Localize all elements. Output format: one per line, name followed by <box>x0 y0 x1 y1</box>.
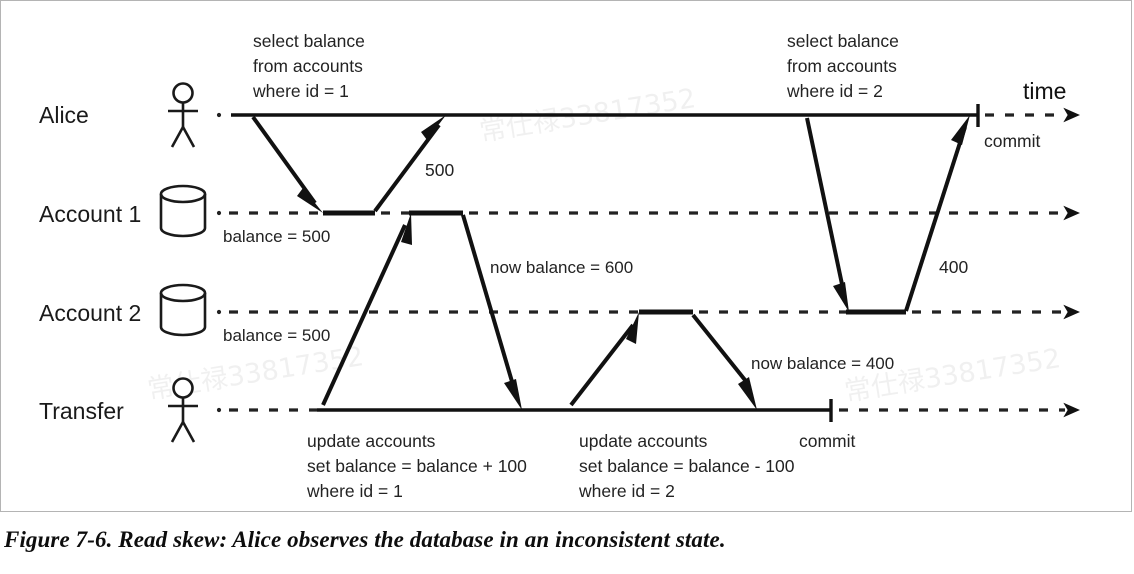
note-line: where id = 2 <box>786 81 883 101</box>
figure-frame: 常仕禄33817352 常仕禄33817352 常仕禄33817352 Alic… <box>0 0 1132 512</box>
arrowhead-icon <box>738 377 757 410</box>
database-icon <box>159 184 207 238</box>
note-alice-query-2: select balance from accounts where id = … <box>786 31 899 101</box>
note-line: update accounts <box>579 431 708 451</box>
figure-caption: Figure 7-6. Read skew: Alice observes th… <box>4 527 726 552</box>
note-reply-value-2: 400 <box>939 257 968 277</box>
note-transfer-update-2: update accounts set balance = balance - … <box>578 431 795 501</box>
note-account2-after: now balance = 400 <box>751 354 894 373</box>
note-account1-initial: balance = 500 <box>223 227 330 246</box>
message-transfer-update-account2 <box>569 312 757 410</box>
actor-icon <box>168 82 198 148</box>
lane-label-account1: Account 1 <box>39 201 141 227</box>
database-icon <box>159 283 207 337</box>
lane-label-alice: Alice <box>39 102 89 128</box>
note-line: select balance <box>253 31 365 51</box>
note-account2-initial: balance = 500 <box>223 326 330 345</box>
arrowhead-icon <box>833 282 849 312</box>
arrowhead-icon <box>421 115 446 140</box>
note-line: from accounts <box>253 56 363 76</box>
note-line: where id = 2 <box>578 481 675 501</box>
sequence-diagram: 常仕禄33817352 常仕禄33817352 常仕禄33817352 Alic… <box>39 31 1080 501</box>
lane-transfer[interactable]: Transfer <box>39 377 198 443</box>
arrowhead-icon <box>504 379 522 410</box>
note-line: set balance = balance + 100 <box>307 456 527 476</box>
note-reply-value-1: 500 <box>425 160 454 180</box>
note-alice-query-1: select balance from accounts where id = … <box>252 31 365 101</box>
lifeline-alice <box>216 104 1080 127</box>
note-line: select balance <box>787 31 899 51</box>
note-alice-commit: commit <box>984 131 1041 151</box>
lane-label-account2: Account 2 <box>39 300 141 326</box>
lane-alice[interactable]: Alice <box>39 82 198 148</box>
lifeline-account2 <box>216 304 1080 320</box>
lane-account1[interactable]: Account 1 <box>39 184 207 238</box>
message-alice-read-account1 <box>251 115 446 213</box>
note-line: where id = 1 <box>252 81 349 101</box>
watermark-text: 常仕禄33817352 <box>842 343 1063 408</box>
actor-icon <box>168 377 198 443</box>
time-axis-label: time <box>1023 78 1066 104</box>
arrowhead-icon <box>951 115 970 145</box>
lane-account2[interactable]: Account 2 <box>39 283 207 337</box>
message-transfer-update-account1 <box>321 213 522 410</box>
arrowhead-icon <box>626 312 639 344</box>
arrowhead-icon <box>297 188 323 213</box>
note-line: set balance = balance - 100 <box>579 456 795 476</box>
note-line: where id = 1 <box>306 481 403 501</box>
note-line: from accounts <box>787 56 897 76</box>
arrowhead-icon <box>401 213 412 245</box>
lane-label-transfer: Transfer <box>39 398 124 424</box>
note-transfer-update-1: update accounts set balance = balance + … <box>306 431 527 501</box>
lifeline-account1 <box>216 205 1080 221</box>
message-alice-read-account2 <box>805 115 970 312</box>
note-account1-after: now balance = 600 <box>490 258 633 277</box>
note-transfer-commit: commit <box>799 431 856 451</box>
note-line: update accounts <box>307 431 436 451</box>
lifeline-transfer <box>216 399 1080 422</box>
